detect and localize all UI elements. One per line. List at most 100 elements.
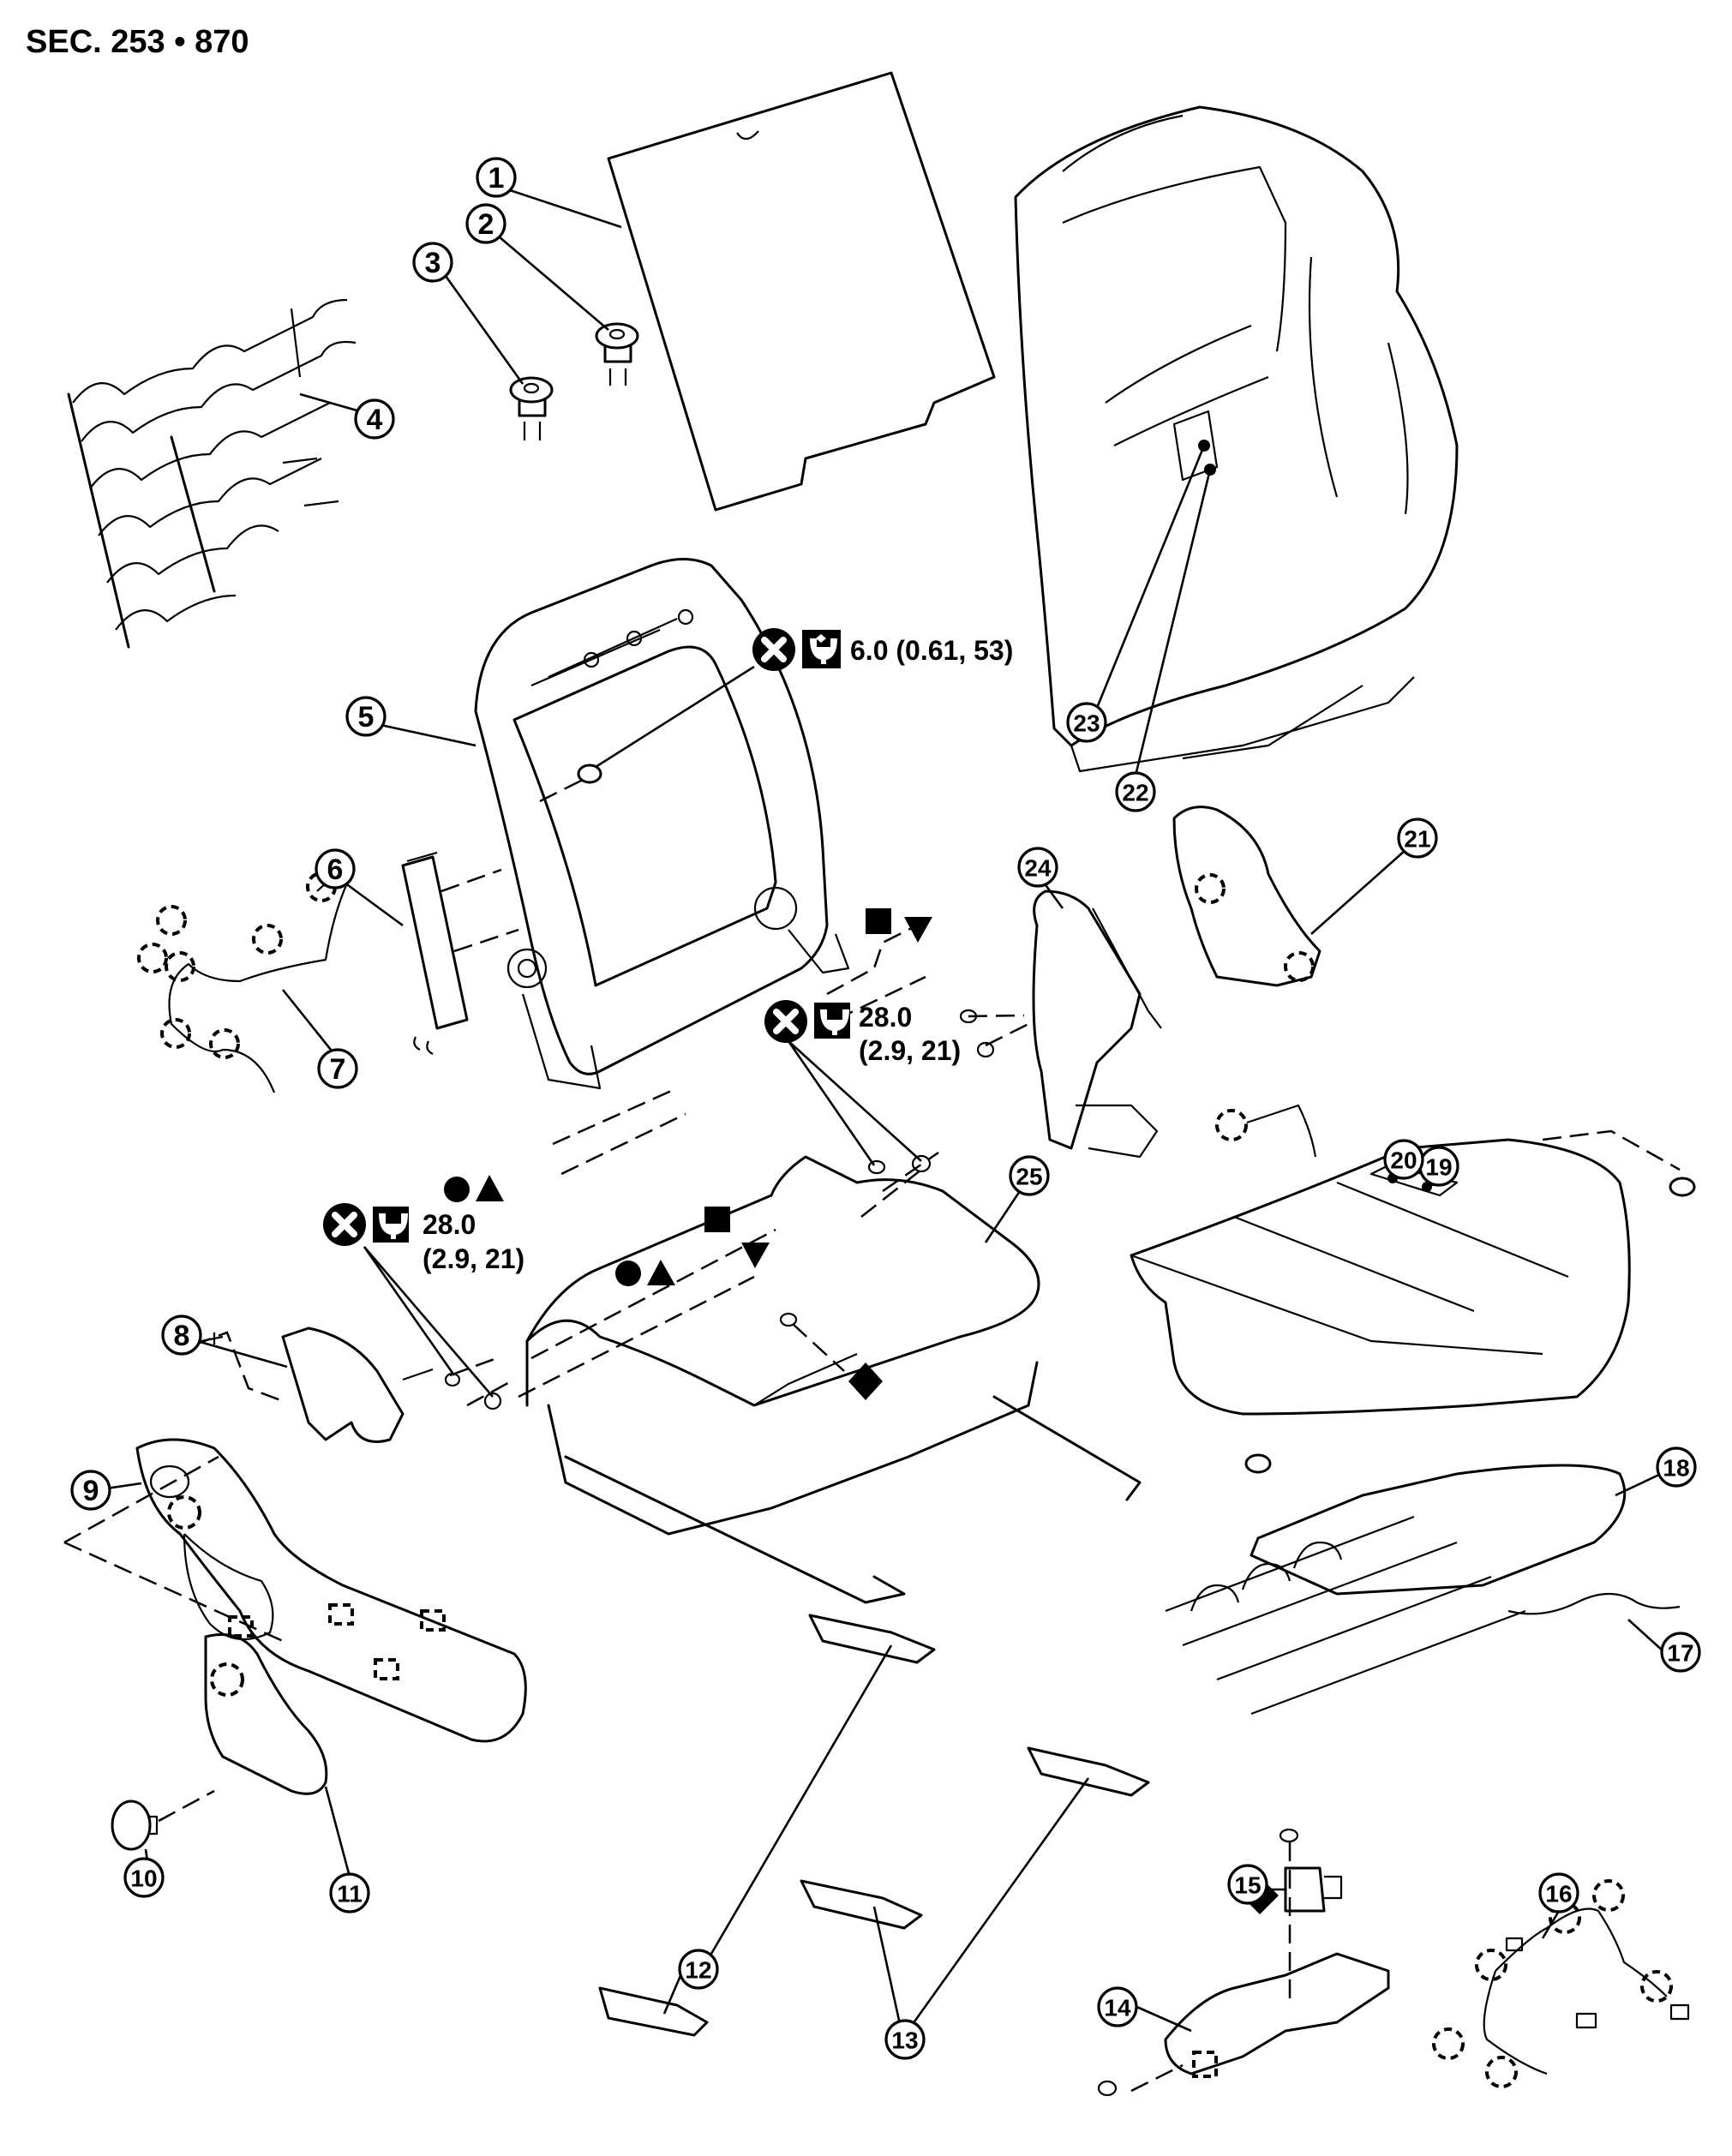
alignment-line: [826, 919, 926, 996]
torque-spec-bolts-left: 28.0 (2.9, 21): [323, 1203, 524, 1398]
callout-14: 14: [1097, 1986, 1138, 2027]
part-seatback-trim-pad: [1014, 105, 1459, 773]
torque-spec-bolts-right: 28.0 (2.9, 21): [764, 1000, 961, 1166]
torque-value: 6.0 (0.61, 53): [850, 635, 1013, 666]
part-front-cover-13: [800, 1746, 1150, 1930]
callout-8: 8: [161, 1315, 202, 1356]
callout-12: 12: [678, 1949, 719, 1990]
part-cushion-pad-sheet: [1250, 1464, 1627, 1596]
svg-text:19: 19: [1425, 1154, 1452, 1181]
callout-20: 20: [1383, 1139, 1424, 1180]
part-clip-3: [509, 376, 554, 440]
part-seat-side-finisher: [63, 1438, 527, 1743]
part-knob: [111, 1789, 215, 1851]
section-title: SEC. 253 • 870: [26, 24, 249, 60]
alignment-mark-up-triangle: [476, 1175, 504, 1201]
svg-text:14: 14: [1104, 1995, 1131, 2021]
svg-text:18: 18: [1663, 1455, 1689, 1482]
svg-text:22: 22: [1122, 780, 1148, 806]
part-bracket: [1097, 1952, 1390, 2097]
alignment-mark-up-triangle: [647, 1260, 675, 1285]
alignment-mark-diamond: [848, 1362, 883, 1400]
callout-13: 13: [884, 2019, 926, 2060]
part-lumbar-support: [401, 851, 519, 1055]
svg-text:1: 1: [488, 162, 505, 195]
svg-text:25: 25: [1016, 1164, 1042, 1190]
callout-25: 25: [1009, 1155, 1050, 1196]
part-inner-bracket: [188, 1327, 434, 1443]
svg-text:16: 16: [1545, 1881, 1572, 1907]
callout-5: 5: [345, 696, 387, 737]
svg-text:13: 13: [891, 2027, 918, 2054]
callout-21: 21: [1397, 817, 1438, 859]
callout-leaders: [105, 189, 1665, 2033]
part-sensor-unit: [1279, 1828, 1343, 2005]
alignment-mark-circle: [615, 1261, 641, 1286]
part-cushion-spring: [1165, 1515, 1681, 1716]
alignment-mark-square: [704, 1207, 730, 1232]
never-reuse-icon: [764, 1000, 807, 1043]
alignment-mark-square: [866, 908, 891, 934]
never-reuse-icon: [323, 1203, 366, 1246]
part-seatback-harness: [137, 871, 353, 1093]
part-inner-finisher: [1172, 806, 1321, 987]
callout-19: 19: [1418, 1146, 1459, 1187]
svg-text:8: 8: [174, 1320, 190, 1352]
svg-text:24: 24: [1024, 855, 1052, 882]
callout-6: 6: [315, 848, 356, 889]
never-reuse-icon: [752, 628, 795, 671]
callout-2: 2: [465, 203, 506, 244]
torque-wrench-icon: [814, 1003, 850, 1039]
svg-text:20: 20: [1390, 1147, 1417, 1174]
svg-text:17: 17: [1667, 1640, 1693, 1667]
alignment-line: [552, 1087, 686, 1176]
part-cushion-frame: [444, 1151, 1142, 1604]
callout-15: 15: [1227, 1864, 1268, 1905]
svg-text:2: 2: [478, 208, 494, 241]
part-inner-finisher-bracket: [959, 889, 1162, 1159]
alignment-line: [835, 975, 926, 1021]
callout-3: 3: [412, 242, 453, 283]
callout-10: 10: [123, 1857, 165, 1898]
svg-text:6: 6: [327, 853, 344, 886]
callout-22: 22: [1115, 771, 1156, 812]
alignment-mark-down-triangle: [741, 1243, 770, 1268]
svg-text:5: 5: [358, 701, 375, 734]
callout-4: 4: [354, 398, 395, 440]
part-seatback-board: [607, 71, 996, 512]
svg-text:21: 21: [1404, 826, 1430, 853]
torque-value-line1: 28.0: [423, 1209, 476, 1240]
svg-text:4: 4: [367, 404, 383, 436]
svg-text:10: 10: [130, 1866, 157, 1892]
part-recliner-finisher: [204, 1633, 328, 1795]
svg-text:15: 15: [1234, 1872, 1261, 1899]
svg-text:12: 12: [685, 1957, 711, 1984]
callout-11: 11: [329, 1872, 370, 1913]
svg-text:3: 3: [425, 247, 441, 279]
torque-value-line1: 28.0: [859, 1002, 912, 1033]
torque-value-line2: (2.9, 21): [859, 1035, 961, 1066]
callout-24: 24: [1017, 847, 1058, 888]
torque-wrench-icon: [802, 630, 841, 668]
part-seatback-spring: [67, 298, 357, 649]
part-seatback-frame: [474, 558, 850, 1090]
part-clip-2: [595, 322, 639, 386]
alignment-mark-down-triangle: [904, 917, 932, 943]
callout-16: 16: [1538, 1872, 1579, 1913]
part-cushion-harness: [1432, 1879, 1690, 2088]
torque-wrench-icon: [373, 1207, 409, 1243]
part-front-cover-12: [598, 1614, 936, 2037]
torque-spec-seatback-nut: 6.0 (0.61, 53): [595, 628, 1013, 769]
callout-17: 17: [1660, 1632, 1701, 1673]
torque-value-line2: (2.9, 21): [423, 1243, 524, 1274]
callout-7: 7: [317, 1048, 358, 1089]
svg-text:9: 9: [83, 1475, 99, 1507]
callout-18: 18: [1656, 1446, 1697, 1488]
callout-1: 1: [476, 157, 517, 198]
svg-text:11: 11: [337, 1881, 363, 1907]
callout-9: 9: [70, 1470, 111, 1511]
svg-text:23: 23: [1073, 710, 1100, 737]
svg-text:7: 7: [330, 1053, 346, 1086]
alignment-mark-circle: [444, 1177, 470, 1202]
